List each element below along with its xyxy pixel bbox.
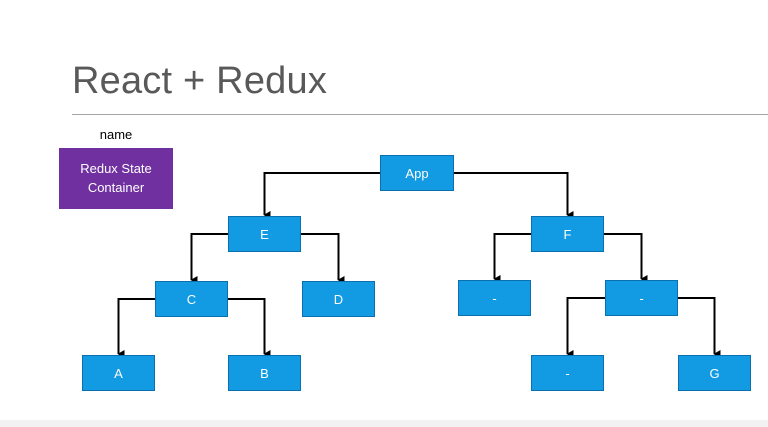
connector-app-to-e [263,172,380,219]
node-f-right-child[interactable]: - [605,280,678,316]
node-label: D [333,291,344,307]
node-g[interactable]: G [678,355,751,391]
node-label: F [563,226,572,242]
connector-app-to-f [454,172,574,219]
connector-c-to-b [228,298,271,358]
node-label: E [260,226,269,242]
node-label: - [492,290,497,306]
node-f-left-child[interactable]: - [458,280,531,316]
node-f[interactable]: F [531,216,604,252]
node-label: A [114,365,123,381]
connector-c-to-a [117,298,155,358]
node-f-right-left-child[interactable]: - [531,355,604,391]
node-c[interactable]: C [155,281,228,317]
connector-e-to-c [190,233,228,284]
node-label: - [639,290,644,306]
legend-redux-state-container: Redux State Container [59,148,173,209]
slide-title: React + Redux [72,60,328,102]
node-label: - [565,365,570,381]
connector-f-to-f_left [493,233,531,283]
node-label: G [709,365,720,381]
connector-e-to-d [301,233,345,284]
node-label: App [405,165,429,181]
connector-f_right-to-g [678,297,721,358]
connector-f_right-to-fr_left [566,297,605,358]
legend-label: name [99,127,133,142]
node-label: C [186,291,197,307]
node-a[interactable]: A [82,355,155,391]
bottom-strip [0,420,768,427]
title-underline [72,114,768,115]
node-label: B [260,365,269,381]
node-e[interactable]: E [228,216,301,252]
connector-f-to-f_right [604,233,648,283]
node-b[interactable]: B [228,355,301,391]
node-app[interactable]: App [380,155,454,191]
node-d[interactable]: D [302,281,375,317]
